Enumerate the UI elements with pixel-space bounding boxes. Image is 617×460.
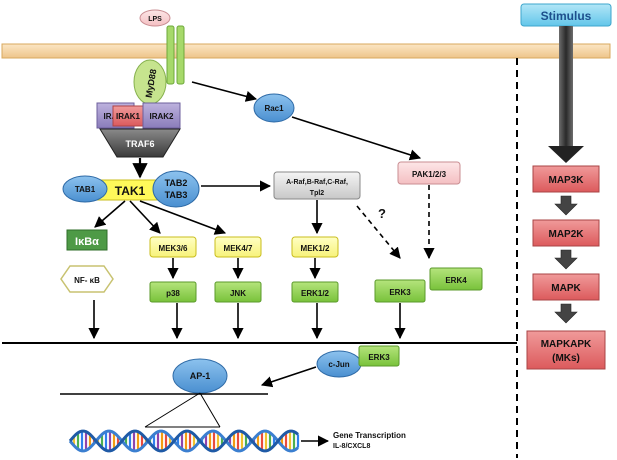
pak-box — [397, 161, 461, 185]
raf-label-line1: A-Raf,B-Raf,C-Raf, — [286, 179, 348, 186]
gene-transcription-label: Gene Transcription — [333, 431, 406, 440]
irak2-box — [142, 102, 181, 129]
map2k-label: MAP2K — [548, 229, 584, 240]
dna-strand — [68, 429, 299, 453]
mek47-box — [214, 236, 262, 258]
arrow-tak1-mek47 — [139, 200, 227, 235]
question-mark: ? — [378, 206, 386, 221]
lps-node — [139, 9, 171, 27]
lps-label: LPS — [148, 16, 162, 23]
tab2-tab3-node — [152, 170, 200, 208]
jnk-box — [214, 281, 262, 303]
tab3-label: TAB3 — [165, 190, 188, 200]
map2k-box — [532, 219, 600, 247]
map3k-label: MAP3K — [548, 175, 584, 186]
mek36-label: MEK3/6 — [159, 244, 188, 253]
mek12-label: MEK1/2 — [301, 244, 330, 253]
stimulus-label: Stimulus — [541, 9, 592, 23]
cascade-big-arrowhead — [548, 146, 584, 163]
mek47-label: MEK4/7 — [224, 244, 253, 253]
il8-cxcl8-label: IL-8/CXCL8 — [333, 443, 370, 450]
ikba-box — [66, 229, 108, 251]
irak2-label: IRAK2 — [149, 112, 174, 121]
rac1-node — [253, 93, 295, 123]
erk4-box — [429, 267, 483, 291]
map3k-box — [532, 165, 600, 193]
cell-membrane — [1, 43, 611, 59]
irak1-label: IRAK1 — [116, 112, 141, 121]
erk3-nuclear-box — [358, 345, 400, 367]
cascade-stem — [559, 26, 573, 148]
myd88-label: MyD88 — [144, 68, 159, 98]
arrow-tak1-mek36 — [129, 200, 161, 234]
p38-label: p38 — [166, 289, 180, 298]
cjun-label: c-Jun — [328, 360, 349, 369]
tab1-label: TAB1 — [75, 185, 96, 194]
arrow-cjun-ap1 — [260, 366, 317, 388]
mapk-label: MAPK — [551, 283, 581, 294]
pathway-arrows — [88, 81, 435, 447]
tak1-label: TAK1 — [115, 184, 146, 198]
erk3-nuclear-label: ERK3 — [368, 353, 390, 362]
dna-helix-image — [68, 429, 300, 453]
jnk-label: JNK — [230, 289, 246, 298]
raf-label-line2: Tpl2 — [310, 190, 324, 197]
ap1-label: AP-1 — [190, 371, 211, 381]
tlr-receptor — [166, 25, 185, 85]
arrow-tak1-ikba — [94, 200, 126, 228]
cascade-arrow-3 — [554, 303, 578, 324]
pak-label: PAK1/2/3 — [412, 170, 447, 179]
mapkapk-label-line1: MAPKAPK — [541, 339, 592, 350]
cascade-arrow-2 — [554, 249, 578, 270]
tab1-node — [62, 175, 108, 203]
traf6-label: TRAF6 — [126, 139, 155, 149]
dna-strand — [68, 429, 299, 453]
mek12-box — [291, 236, 339, 258]
cascade-arrow-1 — [554, 195, 578, 216]
erk4-label: ERK4 — [445, 276, 467, 285]
arrow-myd88-rac1 — [191, 81, 258, 102]
nfkb-label: NF- κB — [74, 276, 100, 285]
mapk-box — [532, 273, 600, 301]
p38-box — [149, 281, 197, 303]
ikba-label: IκBα — [75, 236, 99, 248]
erk12-label: ERK1/2 — [301, 289, 330, 298]
nfkb-node — [60, 265, 114, 293]
erk12-box — [291, 281, 339, 303]
mapkapk-box — [526, 330, 606, 370]
traf6-node — [99, 128, 181, 158]
arrow-rac1-pak — [291, 116, 422, 161]
tab2-label: TAB2 — [165, 178, 188, 188]
erk3-box — [374, 279, 426, 303]
mek36-box — [149, 236, 197, 258]
rac1-label: Rac1 — [264, 104, 284, 113]
erk3-label: ERK3 — [389, 288, 411, 297]
ap1-binding-lines — [144, 392, 221, 428]
arrow-raf-erk3-dashed — [356, 205, 401, 259]
mapkapk-label-line2: (MKs) — [552, 353, 580, 364]
raf-tpl2-box — [273, 171, 361, 200]
